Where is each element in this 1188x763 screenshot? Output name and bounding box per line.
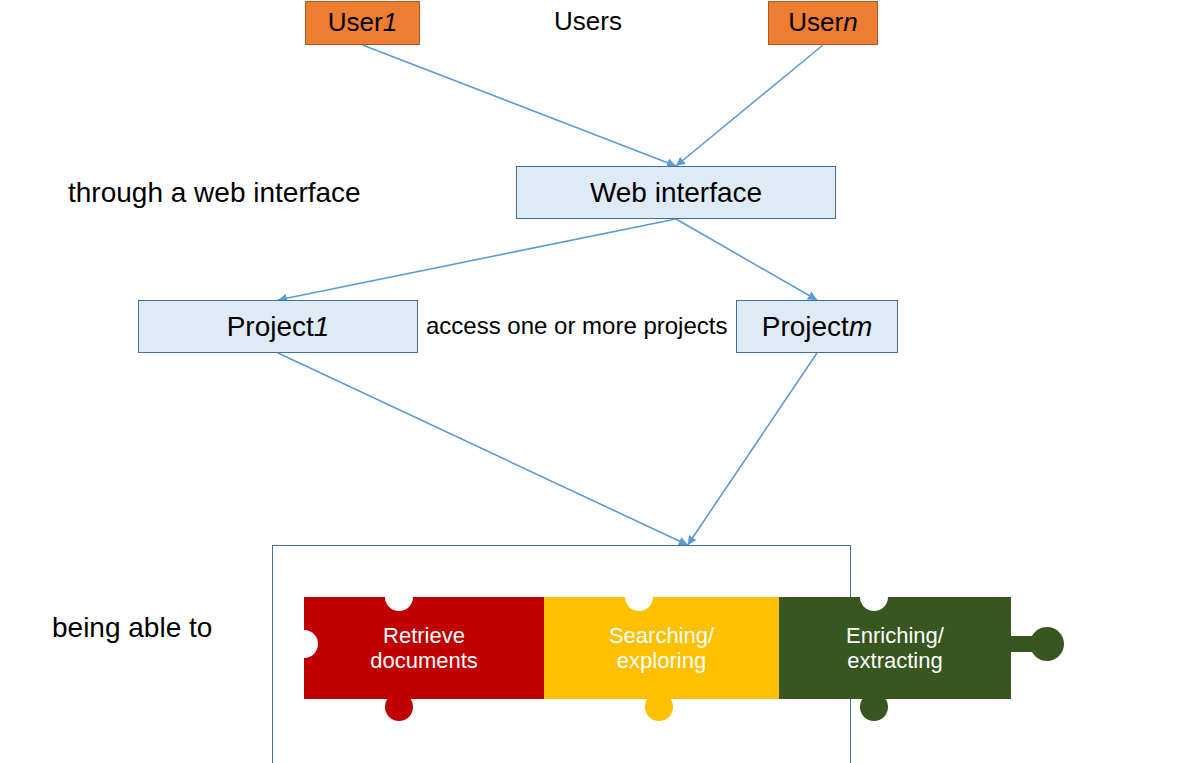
group-label: Users (554, 6, 622, 37)
note-label: through a web interface (68, 176, 361, 210)
note-label: being able to (52, 611, 212, 645)
connector-arrow (278, 219, 676, 300)
box-label: Project1 (227, 310, 330, 344)
piece-label: Searching/ exploring (609, 623, 714, 674)
user-box: Usern (768, 1, 878, 45)
connector-arrow (676, 219, 817, 300)
interface-box: Web interface (516, 166, 836, 219)
note-label: access one or more projects (426, 312, 727, 341)
index-letter: 1 (383, 7, 397, 37)
box-label: Usern (788, 7, 857, 38)
connector-arrow (676, 45, 823, 166)
connector-arrow (278, 353, 688, 545)
puzzle-piece: Searching/ exploring (544, 589, 780, 721)
project-box: Projectm (736, 300, 898, 353)
puzzle-piece: Retrieve documents (304, 589, 546, 721)
connector-arrow (363, 45, 677, 166)
index-letter: n (843, 7, 857, 37)
piece-text-area: Retrieve documents (304, 597, 544, 699)
capability-frame: Retrieve documentsSearching/ exploringEn… (272, 545, 851, 763)
piece-text-area: Searching/ exploring (544, 597, 779, 699)
user-box: User1 (305, 1, 420, 45)
index-letter: m (849, 311, 872, 342)
box-label: Web interface (590, 176, 762, 210)
piece-text-area: Enriching/ extracting (779, 597, 1011, 699)
puzzle-piece: Enriching/ extracting (779, 589, 1071, 721)
connector-arrow (688, 353, 817, 545)
piece-label: Enriching/ extracting (846, 623, 944, 674)
box-label: User1 (328, 7, 397, 38)
project-box: Project1 (138, 300, 418, 353)
piece-label: Retrieve documents (370, 623, 478, 674)
index-letter: 1 (314, 311, 330, 342)
box-label: Projectm (762, 310, 872, 344)
